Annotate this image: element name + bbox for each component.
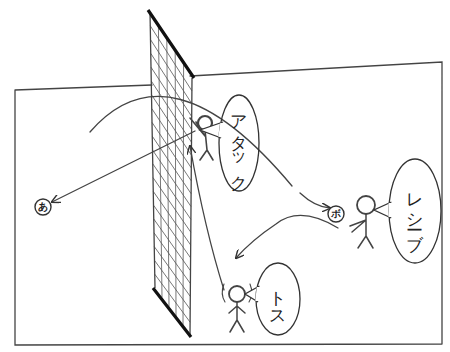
ball-circle: あ <box>34 198 52 216</box>
net-mesh <box>153 164 191 220</box>
net-edge <box>150 12 192 335</box>
net-mesh <box>152 122 191 180</box>
serve-arc <box>90 96 292 186</box>
net-mesh <box>151 81 191 142</box>
callout-text: レシーブ <box>406 181 424 242</box>
ball-letter: ボ <box>331 209 341 220</box>
net-mesh <box>153 178 191 233</box>
net-mesh <box>154 247 190 297</box>
net-mesh <box>183 65 185 326</box>
net-mesh <box>152 109 192 168</box>
net-tape <box>148 10 194 337</box>
attacker-figure <box>190 116 213 160</box>
receive-arrow <box>236 215 338 258</box>
net-mesh <box>154 219 191 271</box>
net-mesh <box>167 38 169 306</box>
net-mesh <box>152 95 192 155</box>
net-mesh <box>153 191 190 245</box>
net-mesh <box>158 25 162 297</box>
speech-bubble: トス <box>255 262 301 336</box>
setter-figure <box>222 284 252 332</box>
speech-bubble: レシーブ <box>388 158 442 264</box>
net-mesh <box>155 260 191 309</box>
ball-circle: ボ <box>327 205 345 223</box>
net-mesh <box>154 205 191 258</box>
net-mesh <box>175 52 177 317</box>
net <box>148 10 194 337</box>
callout-text: アタック <box>230 103 248 184</box>
callout-text: トス <box>269 279 287 319</box>
serve-arrow <box>300 193 330 208</box>
net-mesh <box>150 26 192 91</box>
net-mesh <box>154 233 190 284</box>
net-mesh <box>151 67 192 129</box>
court-line <box>15 62 442 345</box>
toss-arrow <box>190 146 224 290</box>
receiver-figure <box>350 196 375 248</box>
ball-letter: あ <box>38 202 48 213</box>
speech-bubble: アタック <box>218 94 260 192</box>
net-mesh <box>151 40 192 104</box>
attack-trajectory <box>52 131 195 202</box>
